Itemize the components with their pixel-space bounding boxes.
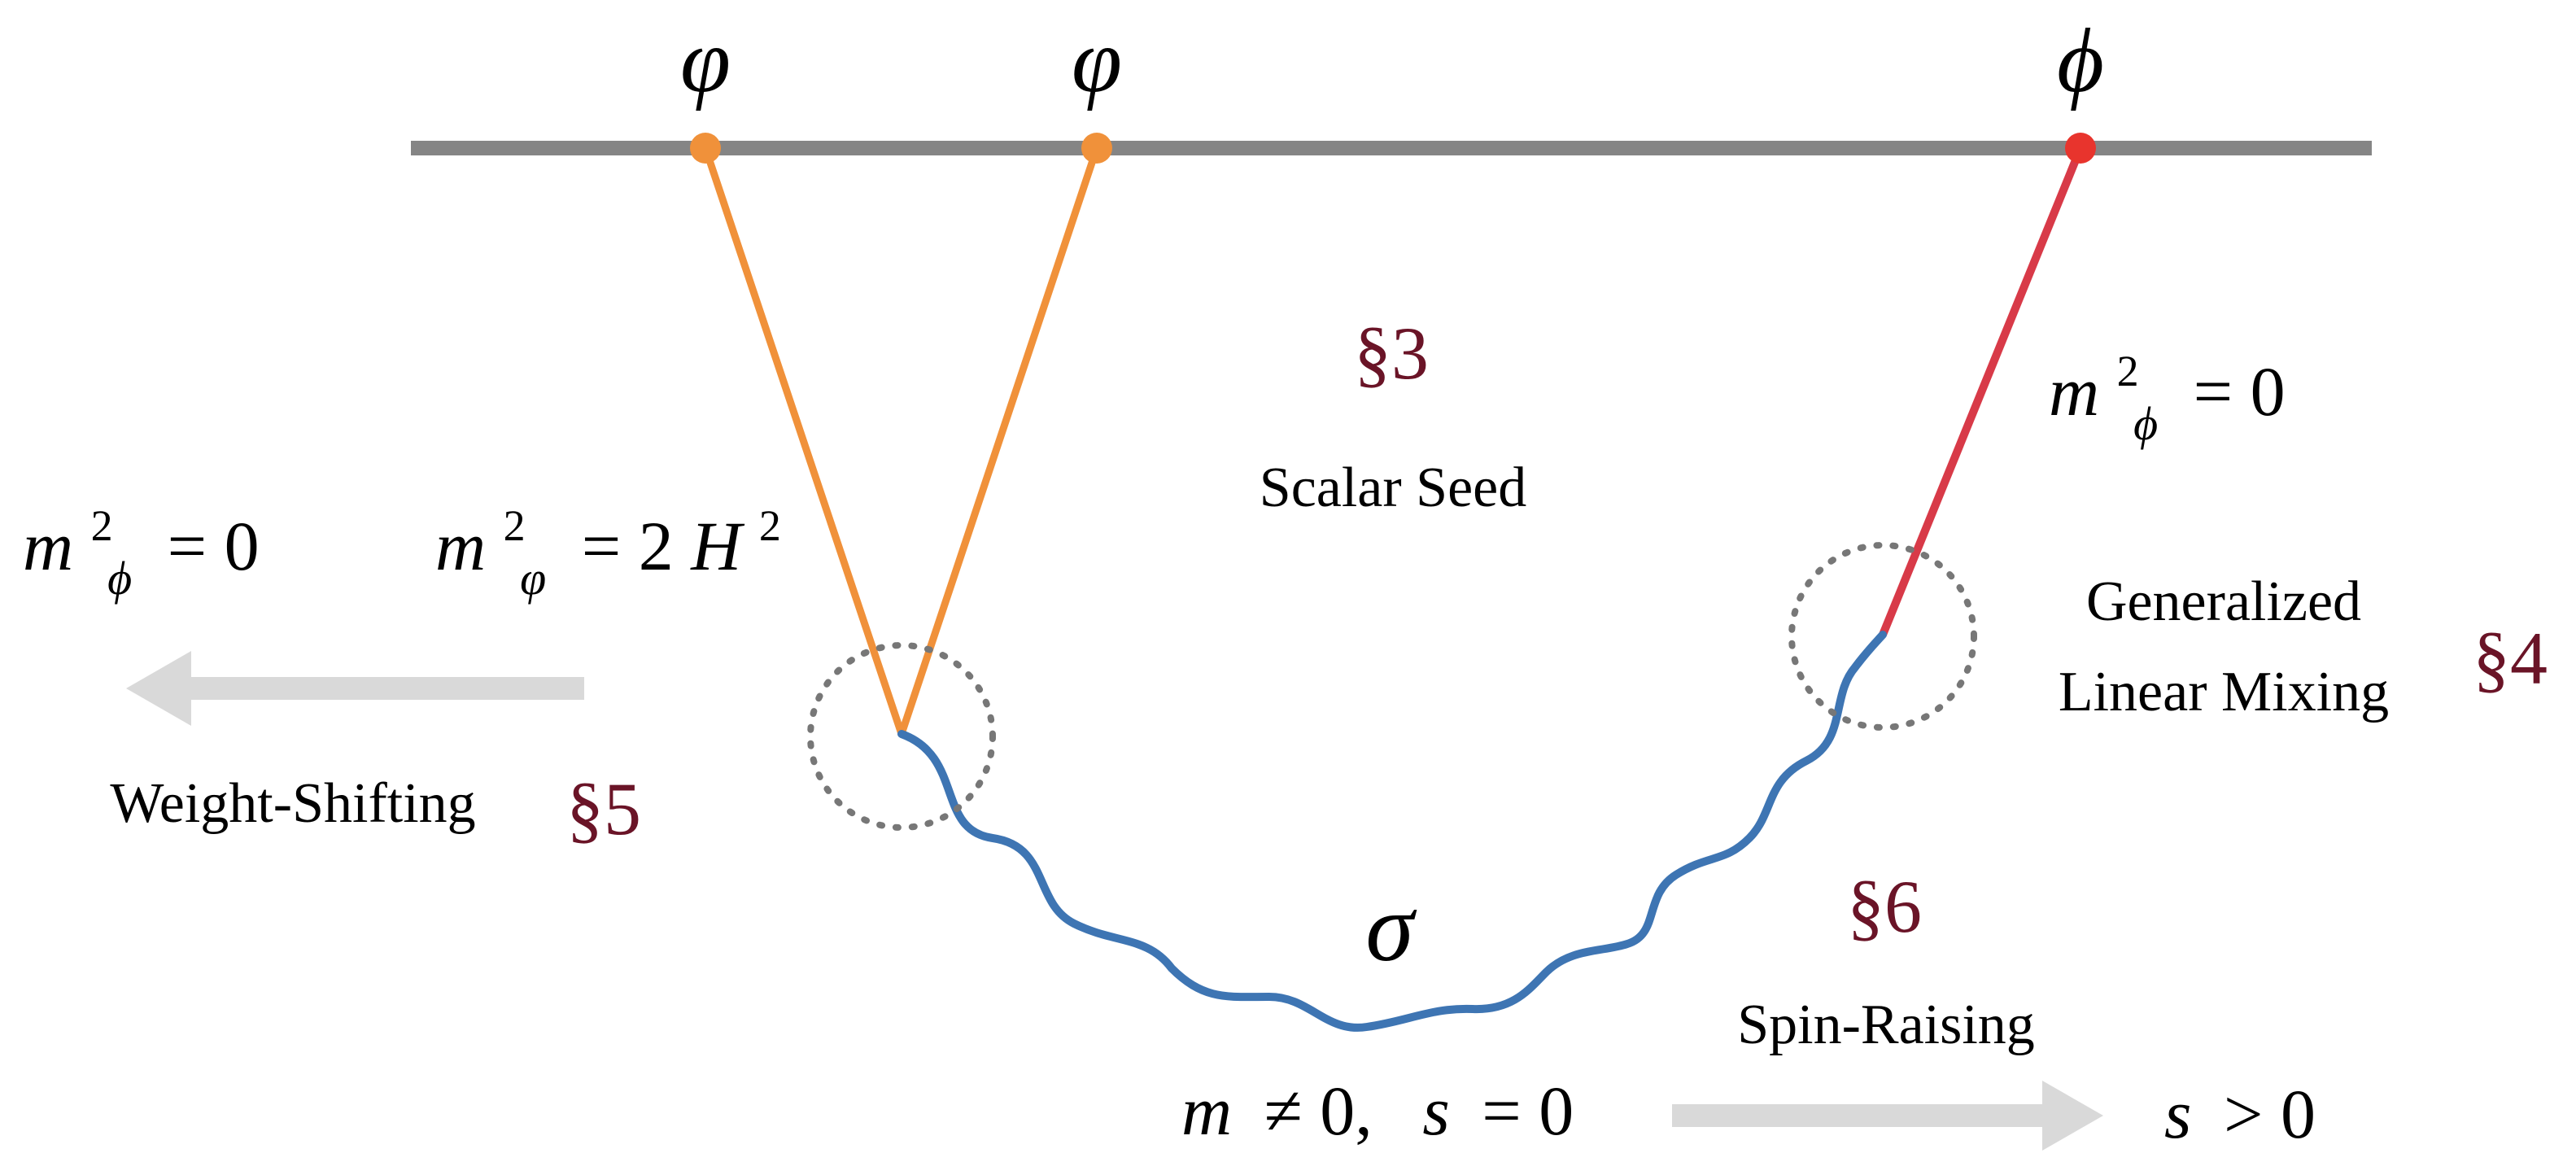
eq-rhs: = 0 [168,507,260,585]
field-label-left1: φ [680,11,731,111]
eq-rhs: = 2 [582,507,674,585]
equation-m-phi-left: m 2 ϕ = 0 [23,478,260,609]
vertex-dot-left1 [690,133,721,164]
eq-sup: 2 [2117,347,2139,395]
svg-text:m 2 ϕ = 0: m 2 ϕ = 0 [2049,323,2286,455]
vertex-dot-right [2065,133,2096,164]
equation-m-varphi: m 2 φ = 2 H 2 [435,478,781,609]
field-label-left2: φ [1072,11,1122,111]
eq-H-sup: 2 [759,501,781,550]
svg-text:m 2 ϕ = 0: m 2 ϕ = 0 [23,478,260,609]
label-linear-mixing-line1: Generalized [2086,570,2361,633]
equation-spin-result: s > 0 [2164,1075,2316,1153]
section-ref-linear-mixing: §4 [2473,617,2548,700]
eq-s: s [1422,1072,1449,1150]
label-scalar-seed: Scalar Seed [1260,456,1526,519]
label-weight-shifting: Weight-Shifting [110,772,475,835]
eq-sub: φ [520,552,546,605]
left-leg-1 [701,146,906,736]
section-ref-weight-shifting: §5 [566,767,641,850]
exchange-field-label: σ [1365,873,1417,981]
eq-rhs: > 0 [2224,1075,2316,1153]
spin-raising-arrow [1672,1081,2103,1151]
equation-m-phi-right: m 2 ϕ = 0 [2049,323,2286,455]
section-ref-scalar-seed: §3 [1354,312,1429,395]
eq-sup: 2 [504,501,526,550]
eq-neq: ≠ 0, [1264,1072,1373,1150]
eq-m: m [2049,352,2099,430]
equation-sigma-mass: m ≠ 0, s = 0 [1181,1072,1574,1150]
svg-text:m ≠ 0, s = 0: m ≠ 0, s = 0 [1181,1072,1574,1150]
eq-sub: ϕ [2133,397,2158,450]
dotted-circle-left-vertex [807,642,996,831]
label-spin-raising: Spin-Raising [1737,994,2035,1056]
svg-text:s > 0: s > 0 [2164,1075,2316,1153]
field-label-right: ϕ [2057,11,2104,111]
eq-s: s [2164,1075,2191,1153]
left-leg-2 [897,146,1101,736]
exchange-propagator [897,631,1887,1032]
eq-m: m [23,507,73,585]
svg-text:m 2 φ = 2: m 2 φ = 2 H 2 [435,478,781,609]
vertex-dot-left2 [1081,133,1112,164]
eq-rhs: = 0 [1482,1072,1574,1150]
eq-m: m [435,507,486,585]
label-linear-mixing-line2: Linear Mixing [2059,661,2389,723]
right-leg [1879,146,2085,636]
eq-sub: ϕ [107,552,132,605]
eq-rhs: = 0 [2194,352,2286,430]
eq-m: m [1181,1072,1232,1150]
eq-sup: 2 [91,501,113,550]
section-ref-spin-raising: §6 [1847,865,1922,948]
weight-shifting-arrow [126,651,584,726]
eq-H: H [690,507,744,585]
dotted-circle-right-vertex [1788,542,1977,731]
